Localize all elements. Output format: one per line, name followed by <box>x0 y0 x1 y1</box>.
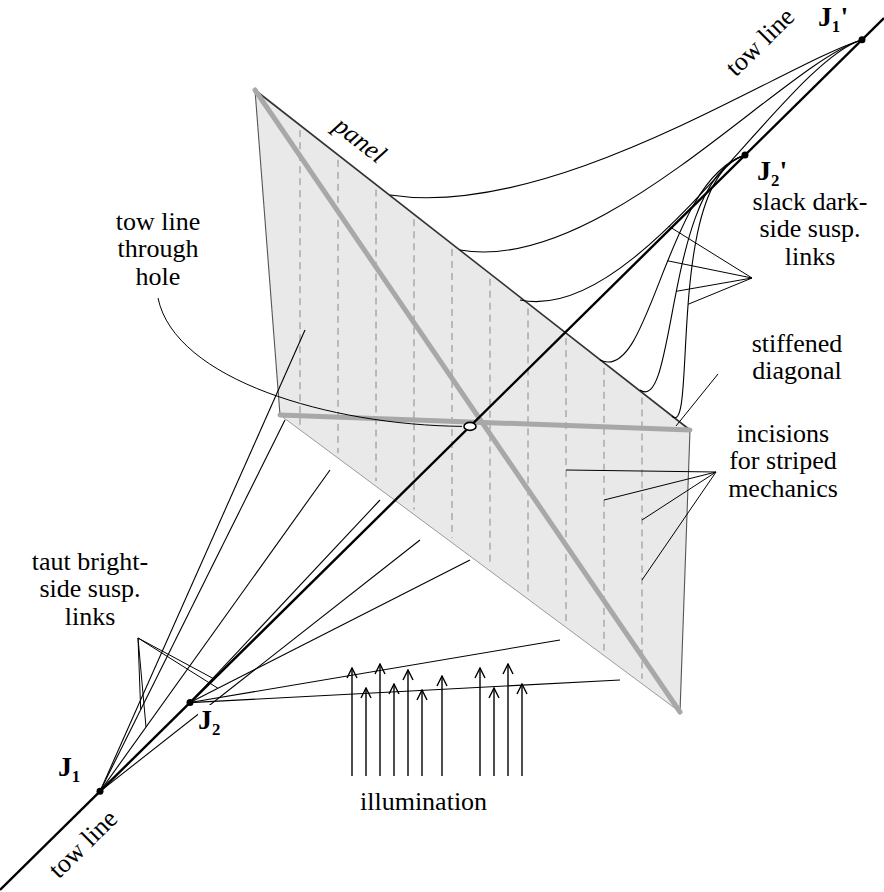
illumination-arrow <box>365 688 366 776</box>
joint-label: J₁' <box>818 2 848 31</box>
panel-edge <box>680 430 690 712</box>
illumination-arrow <box>393 684 394 776</box>
leader-line <box>566 470 716 472</box>
taut-link <box>100 470 330 791</box>
tow-line-label: tow line <box>720 3 799 82</box>
leader-line <box>138 638 146 727</box>
joint-dot <box>97 788 104 795</box>
leader-line <box>676 374 718 426</box>
illumination-arrow <box>351 668 352 776</box>
illumination-arrow <box>441 676 442 776</box>
joint-dot <box>742 152 749 159</box>
leader-line <box>642 472 716 580</box>
joint-dot <box>187 699 194 706</box>
stiffened-diagonal <box>255 90 680 712</box>
joint-label: J₂' <box>757 156 787 185</box>
incision-line <box>566 338 567 622</box>
joint-label: J₁ <box>58 752 80 781</box>
leader-line <box>642 472 716 520</box>
incision-line <box>414 219 415 509</box>
leader-line <box>138 638 213 678</box>
tow-line-label: tow line <box>43 805 122 884</box>
illumination-arrow <box>479 668 480 776</box>
leader-line <box>138 638 218 688</box>
illumination-arrow <box>421 690 422 776</box>
leader-line <box>158 298 462 426</box>
tow-line <box>0 18 884 890</box>
illumination-arrow <box>407 670 408 776</box>
joint-dot <box>859 36 866 43</box>
panel-label: panel <box>329 111 391 168</box>
joint-label: J₂ <box>198 705 220 734</box>
taut-link <box>190 560 470 703</box>
illumination-label: illumination <box>360 788 487 815</box>
incision-line <box>338 160 339 453</box>
incision-line <box>642 397 643 678</box>
callout-label: taut bright-side susp. links <box>15 548 165 630</box>
leader-line <box>688 278 752 304</box>
illumination-arrow <box>379 664 380 776</box>
illumination-arrow <box>507 664 508 776</box>
taut-link <box>190 680 620 703</box>
incision-line <box>300 130 301 425</box>
stiffened-diagonal <box>280 415 690 430</box>
panel-edge <box>280 415 680 712</box>
incision-line <box>376 190 377 482</box>
callout-label: incisions for striped mechanics <box>722 420 844 502</box>
illumination-arrow <box>521 684 522 776</box>
incision-line <box>604 368 605 651</box>
leader-line <box>676 278 752 291</box>
callout-label: stiffened diagonal <box>722 330 872 385</box>
panel-edge <box>255 90 690 430</box>
incision-line <box>528 308 529 594</box>
callout-label: tow line through hole <box>98 208 218 290</box>
incision-line <box>452 249 453 538</box>
callout-label: slack dark-side susp. links <box>740 188 880 270</box>
slack-link <box>390 40 862 198</box>
panel-edge <box>255 90 280 415</box>
illumination-arrow <box>493 688 494 776</box>
hole <box>464 422 476 430</box>
